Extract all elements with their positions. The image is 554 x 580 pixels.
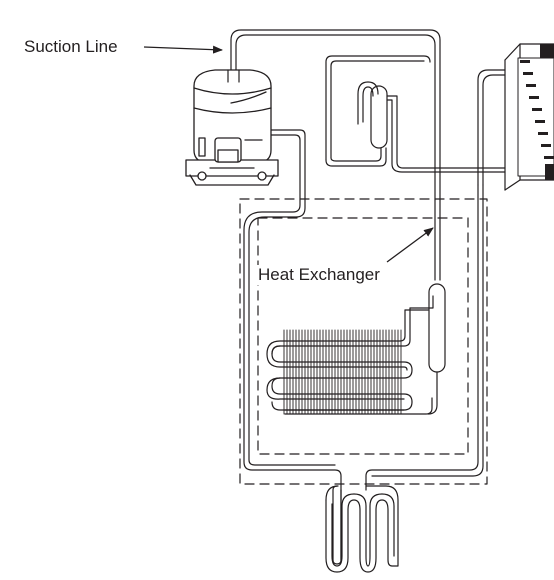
- cabinet-outline: [239, 198, 488, 485]
- suction-line-arrow: [143, 45, 223, 54]
- liquid-line: [365, 184, 484, 491]
- suction-line-label: Suction Line: [24, 37, 118, 56]
- heat-exchanger-arrow: [386, 227, 434, 263]
- lower-filter-drier: [404, 283, 446, 415]
- discharge-line: [243, 129, 342, 491]
- condenser-fins: [520, 44, 554, 180]
- upper-filter-drier: [325, 55, 506, 173]
- suction-line: [230, 29, 441, 201]
- heat-exchanger-tube: [434, 199, 441, 281]
- suction-stub: [227, 69, 240, 83]
- compressor: [185, 69, 279, 186]
- bottom-serpentine: [325, 485, 399, 573]
- evaporator-coil: [266, 307, 433, 415]
- heat-exchanger-label: Heat Exchanger: [257, 265, 381, 285]
